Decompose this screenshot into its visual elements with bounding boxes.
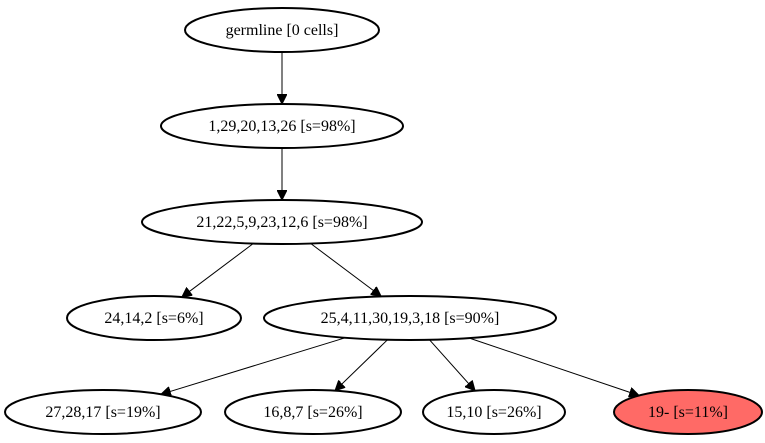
node-ellipse [422, 389, 566, 435]
node-label: 16,8,7 [s=26%] [263, 404, 362, 421]
edge-n4-to-n8 [469, 337, 639, 395]
node-ellipse [66, 295, 242, 341]
node-label: germline [0 cells] [226, 22, 339, 39]
node-ellipse [160, 103, 404, 149]
node-ellipse [4, 389, 202, 435]
tree-node-n2: 21,22,5,9,23,12,6 [s=98%] [141, 199, 423, 245]
edge-n4-to-n7 [429, 339, 476, 391]
nodes-layer: germline [0 cells] 1,29,20,13,26 [s=98%] 2… [4, 7, 763, 435]
edge-n4-to-n6 [335, 339, 388, 391]
edge-n2-to-n4 [310, 243, 382, 297]
node-ellipse [184, 7, 380, 53]
tree-node-n5: 27,28,17 [s=19%] [4, 389, 202, 435]
tree-node-n3: 24,14,2 [s=6%] [66, 295, 242, 341]
node-label: 24,14,2 [s=6%] [104, 310, 203, 327]
tree-node-germline: germline [0 cells] [184, 7, 380, 53]
tree-node-n8: 19- [s=11%] [613, 389, 763, 435]
edges-layer [161, 52, 639, 396]
edge-n2-to-n3 [182, 243, 254, 298]
tree-node-n1: 1,29,20,13,26 [s=98%] [160, 103, 404, 149]
node-ellipse [141, 199, 423, 245]
node-label: 27,28,17 [s=19%] [45, 404, 160, 421]
edge-n4-to-n5 [161, 337, 346, 395]
node-label: 15,10 [s=26%] [446, 404, 541, 421]
tree-node-n7: 15,10 [s=26%] [422, 389, 566, 435]
tree-node-n4: 25,4,11,30,19,3,18 [s=90%] [263, 295, 557, 341]
node-ellipse [263, 295, 557, 341]
node-label: 19- [s=11%] [648, 404, 728, 421]
node-label: 21,22,5,9,23,12,6 [s=98%] [196, 214, 367, 231]
node-ellipse [613, 389, 763, 435]
node-label: 25,4,11,30,19,3,18 [s=90%] [321, 310, 500, 327]
node-label: 1,29,20,13,26 [s=98%] [208, 118, 355, 135]
node-ellipse [224, 389, 402, 435]
tree-node-n6: 16,8,7 [s=26%] [224, 389, 402, 435]
